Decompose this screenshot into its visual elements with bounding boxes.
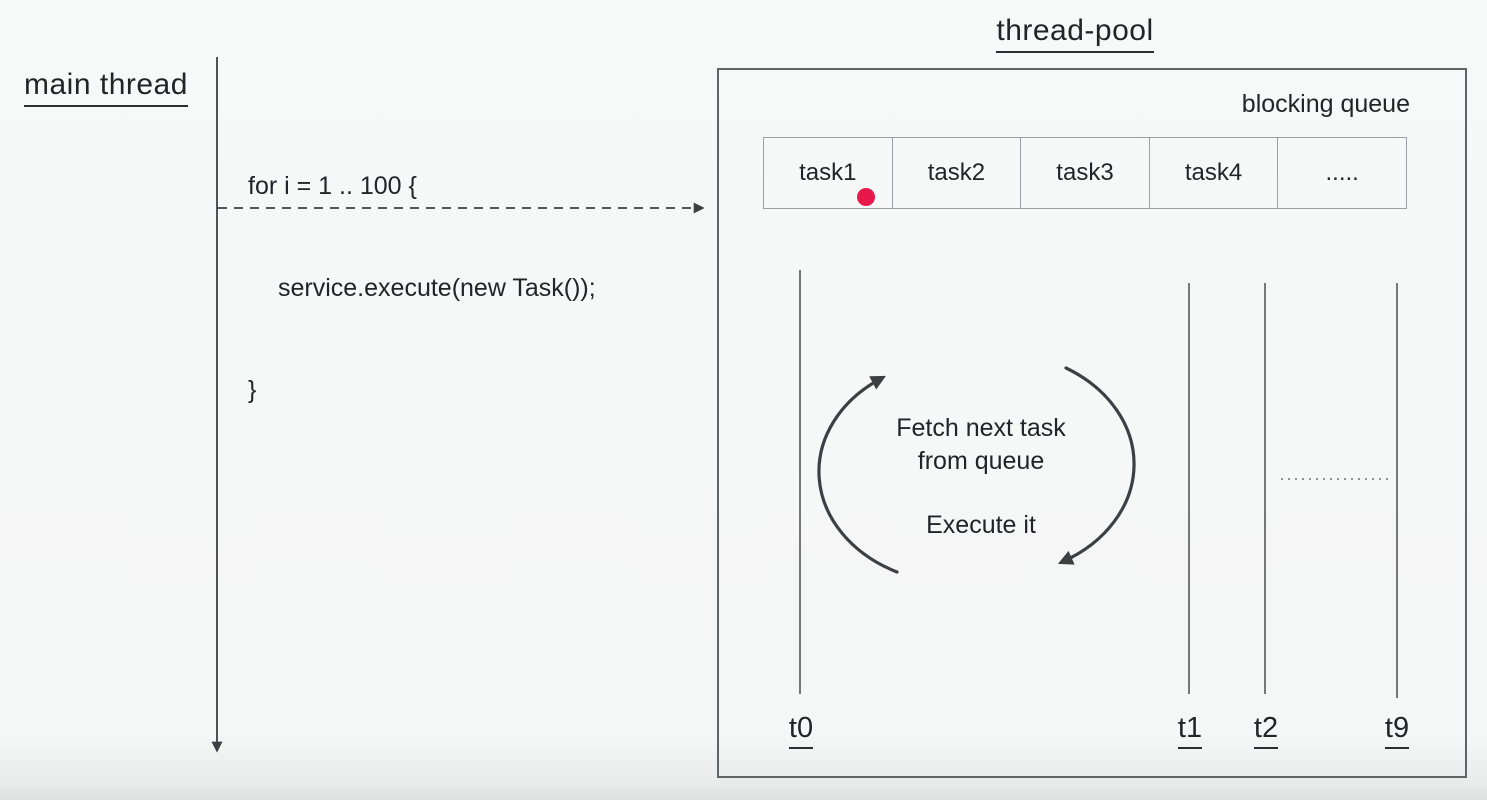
worker-loop-execute-text: Execute it (926, 511, 1036, 539)
main-thread-heading: main thread (24, 68, 188, 107)
thread-label-t0: t0 (769, 712, 833, 749)
code-line-3: } (248, 376, 257, 404)
thread-label-t1: t1 (1158, 712, 1222, 749)
thread-pool-heading-text: thread-pool (996, 14, 1154, 53)
worker-loop-text: Fetch next task from queue (831, 412, 1131, 478)
thread-label-t2: t2 (1234, 712, 1298, 749)
code-snippet: for i = 1 .. 100 { service.execute(new T… (248, 101, 596, 475)
thread-pool-heading: thread-pool (925, 14, 1225, 53)
blocking-queue: task1 task2 task3 task4 ..... (763, 137, 1407, 209)
thread-label-t9: t9 (1365, 712, 1429, 749)
main-thread-heading-text: main thread (24, 68, 188, 107)
worker-loop-line-1: Fetch next task (896, 414, 1066, 442)
thread-pool-box (717, 68, 1467, 778)
active-task-marker-dot (857, 188, 875, 206)
blocking-queue-label: blocking queue (1241, 90, 1410, 118)
worker-loop-line-2: from queue (917, 447, 1045, 475)
queue-cell-task4: task4 (1150, 138, 1279, 208)
queue-cell-task3: task3 (1021, 138, 1150, 208)
queue-cell-ellipsis: ..... (1325, 159, 1359, 186)
code-line-2: service.execute(new Task()); (278, 274, 596, 302)
queue-cell-task1: task1 (764, 138, 893, 208)
queue-cell-task2: task2 (893, 138, 1022, 208)
code-line-1: for i = 1 .. 100 { (248, 172, 417, 200)
